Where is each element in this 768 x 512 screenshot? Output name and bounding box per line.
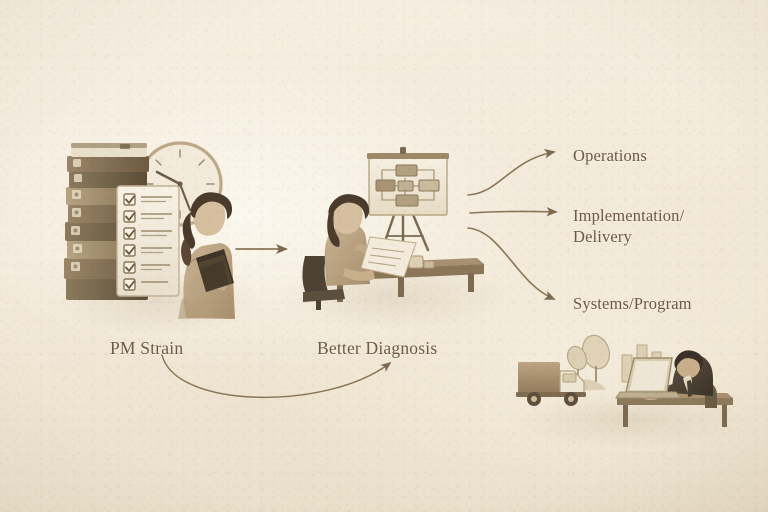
arrow-operations <box>467 149 556 196</box>
delivery-truck <box>516 362 586 406</box>
scene-delivery <box>516 334 733 427</box>
branch-label-implementation-delivery: Implementation/ Delivery <box>573 205 684 247</box>
branch-label-line2: Delivery <box>573 227 632 247</box>
branch-label-operations: Operations <box>573 146 647 165</box>
office-chair <box>302 256 345 310</box>
arrow-systems <box>467 227 556 300</box>
scene-better-diagnosis <box>302 147 484 310</box>
feedback-loop-arrow <box>161 354 392 399</box>
arrow-implementation <box>469 207 558 217</box>
seated-woman <box>324 194 417 286</box>
scene-pm-strain <box>64 141 235 319</box>
flipchart-board <box>367 147 449 216</box>
caption-better-diagnosis: Better Diagnosis <box>317 338 438 358</box>
branch-label-line1: Implementation/ <box>573 206 685 225</box>
folders <box>196 249 234 292</box>
branch-arrows <box>467 149 558 300</box>
woman-with-folders <box>178 192 235 319</box>
checklist-items <box>123 193 172 291</box>
caption-pm-strain: PM Strain <box>110 338 184 358</box>
flowchart-diagram <box>375 164 440 207</box>
man-at-laptop <box>614 350 733 427</box>
checklist-board <box>116 185 180 297</box>
branch-label-systems-program: Systems/Program <box>573 294 692 313</box>
